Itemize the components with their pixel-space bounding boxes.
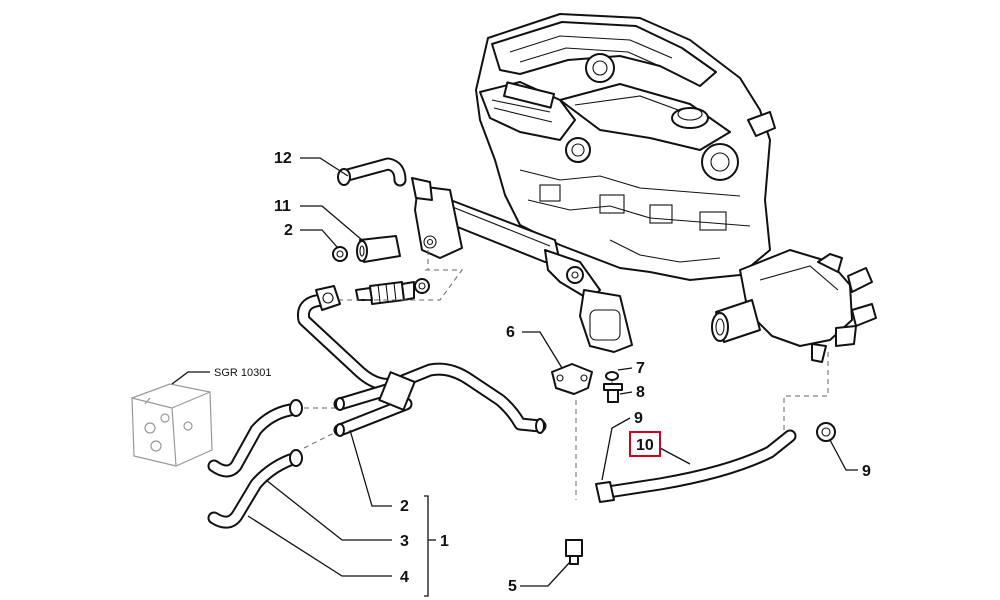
callout-3: 3 — [400, 533, 409, 550]
hose-12 — [337, 157, 407, 187]
hose-11 — [356, 235, 401, 263]
water-rail — [411, 177, 633, 353]
callout-5: 5 — [508, 578, 517, 595]
callout-labels: 12 11 2 6 7 8 9 10 9 2 3 1 4 5 SGR 10301 — [214, 150, 871, 595]
sensor-assembly — [355, 278, 430, 305]
bracket-6 — [551, 363, 593, 395]
callout-10-highlight — [629, 431, 661, 457]
callout-9-right: 9 — [862, 463, 871, 480]
callout-4: 4 — [400, 569, 409, 586]
callout-sgr: SGR 10301 — [214, 367, 271, 379]
callout-9-left: 9 — [634, 410, 643, 427]
callout-1: 1 — [440, 533, 449, 550]
thermostat-housing — [711, 249, 877, 363]
oil-cooler — [131, 383, 213, 467]
callout-6: 6 — [506, 324, 515, 341]
bolt-8 — [603, 383, 623, 403]
hose-10 — [595, 422, 836, 503]
bolt-5 — [565, 539, 583, 565]
callout-8: 8 — [636, 384, 645, 401]
callout-7: 7 — [636, 360, 645, 377]
callout-2-lower: 2 — [400, 498, 409, 515]
hose-assembly-1 — [207, 285, 547, 529]
clamp-2-upper — [332, 246, 348, 262]
callout-12: 12 — [274, 150, 292, 167]
callout-2-upper: 2 — [284, 222, 293, 239]
callout-10: 10 — [636, 437, 654, 454]
callout-11: 11 — [274, 198, 291, 215]
engine-block — [475, 13, 776, 281]
leader-lines — [171, 157, 858, 597]
washer-7 — [605, 371, 619, 381]
